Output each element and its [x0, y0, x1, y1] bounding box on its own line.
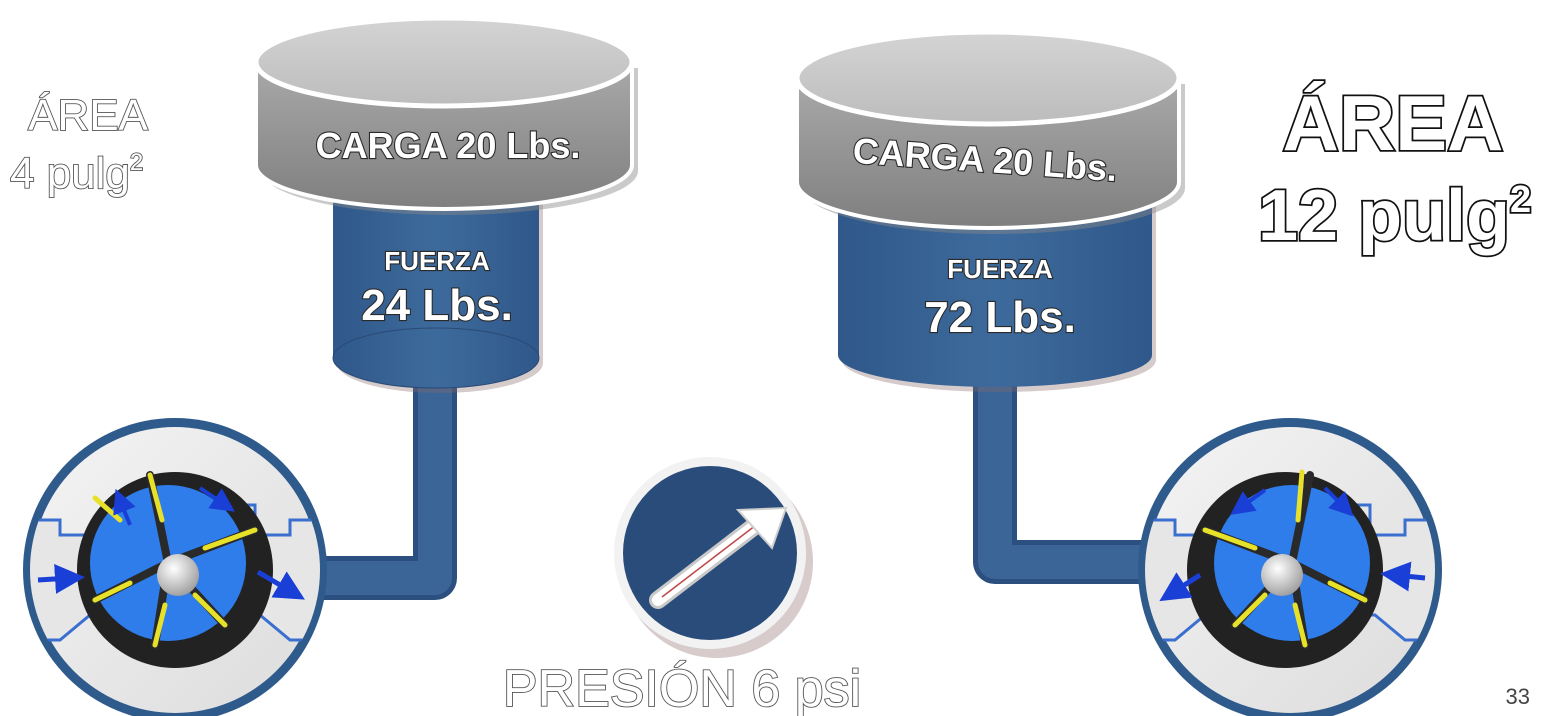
right-force-label: FUERZA [947, 254, 1053, 284]
right-area-value: 12 pulg2 [1258, 176, 1531, 256]
right-pipe [973, 358, 1182, 584]
pump-left-icon [23, 418, 327, 716]
left-force-label: FUERZA [384, 246, 490, 276]
right-area-sup: 2 [1510, 179, 1531, 221]
left-force-value: 24 Lbs. [361, 281, 513, 330]
left-area-value: 4 pulg2 [10, 149, 143, 198]
left-area-sup: 2 [130, 149, 143, 176]
left-cylinder: FUERZA 24 Lbs. [332, 180, 543, 393]
gauge-needle [649, 506, 788, 609]
left-load-label: CARGA 20 Lbs. [316, 125, 581, 166]
pump-right-icon [1138, 418, 1442, 716]
page-number: 33 [1505, 684, 1530, 709]
right-load: CARGA 20 Lbs. [794, 29, 1185, 234]
left-area-label: ÁREA [28, 91, 148, 140]
right-force-value: 72 Lbs. [924, 293, 1076, 342]
left-load: CARGA 20 Lbs. [253, 15, 638, 215]
right-area-value-text: 12 pulg [1258, 176, 1510, 256]
pressure-gauge-icon [614, 457, 813, 658]
pressure-label: PRESIÓN 6 psi [503, 660, 861, 716]
left-area-value-text: 4 pulg [10, 149, 130, 198]
right-area-label: ÁREA [1282, 79, 1503, 167]
left-pipe [278, 358, 457, 600]
right-cylinder: FUERZA 72 Lbs. [838, 190, 1156, 392]
